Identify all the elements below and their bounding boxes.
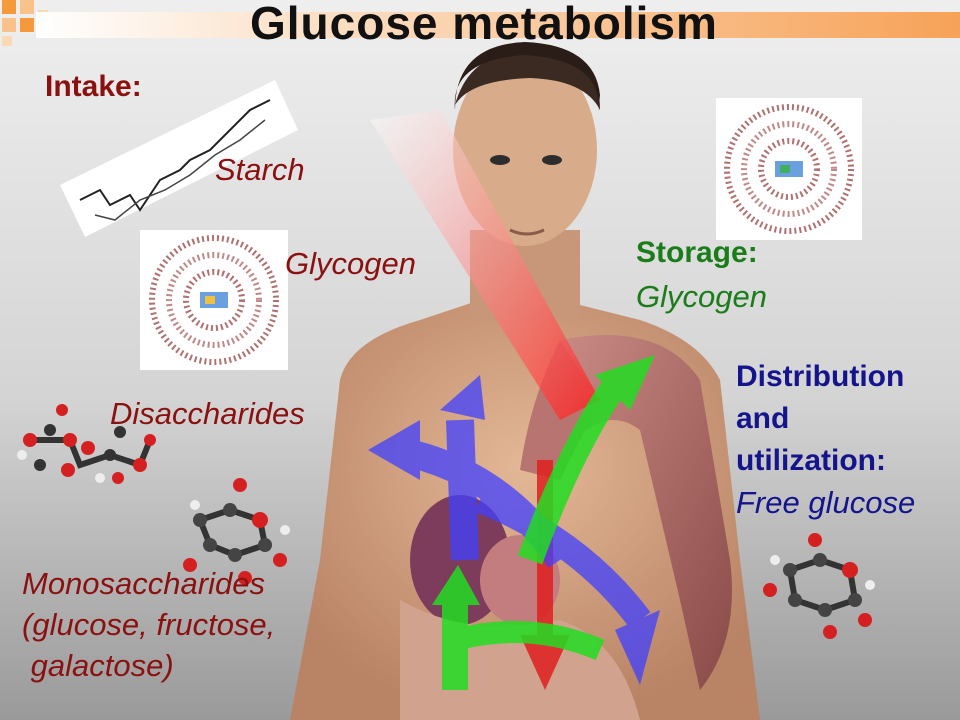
- disaccharide-molecule-icon: [17, 404, 156, 484]
- glucose-molecule-icon: [183, 478, 290, 585]
- intake-monosaccharides-list-line1: (glucose, fructose,: [22, 607, 276, 642]
- corner-decoration: [2, 0, 48, 46]
- intake-monosaccharides-label: Monosaccharides: [22, 566, 265, 601]
- slide-title: Glucose metabolism: [250, 0, 718, 49]
- glycogen-molecule-icon: [140, 230, 288, 370]
- human-torso-illustration: [290, 42, 760, 720]
- distribution-heading-line1: Distribution: [736, 360, 905, 393]
- intake-heading: Intake:: [45, 70, 142, 103]
- green-arrows: [432, 355, 655, 690]
- starch-molecule-icon: [60, 80, 298, 237]
- title-bar: [36, 12, 960, 38]
- intake-monosaccharides-list-line2: galactose): [22, 648, 174, 683]
- intake-glycogen-label: Glycogen: [285, 246, 416, 281]
- distribution-heading-line3: utilization:: [736, 444, 886, 477]
- distribution-heading-line2: and: [736, 402, 790, 435]
- free-glucose-molecule-icon: [763, 533, 875, 639]
- storage-glycogen-label: Glycogen: [636, 279, 767, 314]
- intake-beam: [370, 110, 600, 420]
- distribution-free-glucose-label: Free glucose: [736, 485, 916, 520]
- intake-starch-label: Starch: [215, 152, 305, 187]
- intake-disaccharides-label: Disaccharides: [110, 396, 305, 431]
- storage-heading: Storage:: [636, 236, 758, 269]
- storage-glycogen-molecule-icon: [716, 98, 862, 240]
